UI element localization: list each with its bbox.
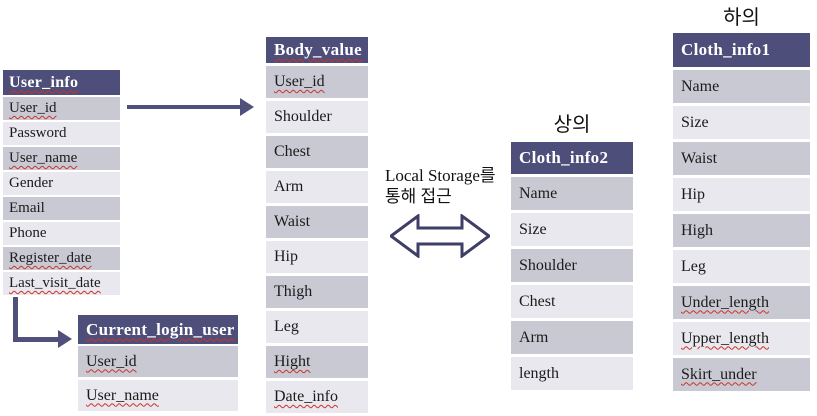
row-label: Name [681,77,720,95]
row-label: Arm [274,178,304,195]
table-row: Arm [511,321,633,357]
table-row: Shoulder [266,101,368,136]
table-row: Arm [266,171,368,206]
row-label: Size [681,113,709,131]
table-user-info: User_info User_id Password User_name Gen… [3,70,120,297]
row-label: Chest [274,143,311,160]
table-row: Date_info [266,381,368,416]
row-label: length [519,364,559,382]
arrow-shaft-vertical [13,297,18,342]
row-label: Password [9,125,67,141]
local-storage-note-line1: Local Storage를 [385,166,496,185]
table-cloth-info2-title: Cloth_info2 [519,148,609,167]
table-row: Leg [266,311,368,346]
table-row: Name [673,70,810,106]
table-row: length [511,357,633,393]
table-cloth-info1-title: Cloth_info1 [681,40,771,59]
row-label: User_name [9,150,78,166]
table-row: User_id [266,66,368,101]
double-arrow-icon [390,214,490,258]
table-current-login-user-title: Current_login_user [86,319,235,339]
table-row: Skirt_under [673,358,810,394]
table-current-login-user: Current_login_user User_id User_name [78,315,238,414]
row-label: Shoulder [519,256,577,274]
table-body-value-title: Body_value [274,40,363,59]
table-row: Leg [673,250,810,286]
table-row: User_id [3,97,120,122]
table-body-value-header: Body_value [266,37,368,66]
row-label: Leg [274,318,299,335]
table-row: Phone [3,222,120,247]
arrow-head-icon [58,330,72,348]
row-label: Chest [519,292,556,310]
row-label: Hip [274,248,298,265]
row-label: Waist [274,213,311,230]
row-label: Register_date [9,250,92,266]
row-label: Gender [9,175,54,191]
table-cloth-info2-header: Cloth_info2 [511,142,633,177]
table-body-value: Body_value User_id Shoulder Chest Arm Wa… [266,37,368,416]
table-row: Gender [3,172,120,197]
table-row: Under_length [673,286,810,322]
table-row: Size [511,213,633,249]
row-label: Hip [681,185,705,203]
table-user-info-title: User_info [9,73,79,91]
row-label: Under_length [681,293,769,311]
table-row: Last_visit_date [3,272,120,297]
arrow-shaft [127,105,241,109]
table-row: Name [511,177,633,213]
group-label-bottom-garment: 하의 [723,7,760,29]
table-row: Thigh [266,276,368,311]
table-row: High [673,214,810,250]
table-row: Chest [266,136,368,171]
table-row: Size [673,106,810,142]
table-row: Upper_length [673,322,810,358]
row-label: User_name [86,386,159,404]
table-row: Hight [266,346,368,381]
row-label: Shoulder [274,108,332,125]
row-label: Last_visit_date [9,275,101,291]
row-label: Waist [681,149,718,167]
table-user-info-header: User_info [3,70,120,97]
table-row: Hip [673,178,810,214]
table-row: Password [3,122,120,147]
row-label: User_id [86,352,137,370]
table-row: Hip [266,241,368,276]
row-label: Date_info [274,388,338,405]
row-label: Email [9,200,45,216]
table-cloth-info1-header: Cloth_info1 [673,33,810,70]
group-label-top-garment: 상의 [553,114,591,136]
table-row: Email [3,197,120,222]
local-storage-note: Local Storage를 통해 접근 [385,165,496,207]
table-row: Shoulder [511,249,633,285]
row-label: Leg [681,257,706,275]
row-label: Skirt_under [681,365,757,383]
table-row: User_name [78,380,238,414]
table-row: User_name [3,147,120,172]
table-row: Chest [511,285,633,321]
row-label: High [681,221,713,239]
row-label: Size [519,220,547,238]
row-label: Hight [274,353,311,370]
row-label: User_id [9,100,57,116]
row-label: User_id [274,73,325,90]
table-row: User_id [78,346,238,380]
row-label: Phone [9,225,47,241]
row-label: Arm [519,328,549,346]
table-cloth-info2: Cloth_info2 Name Size Shoulder Chest Arm… [511,142,633,393]
table-current-login-user-header: Current_login_user [78,315,238,346]
table-row: Register_date [3,247,120,272]
local-storage-note-line2: 통해 접근 [385,187,452,206]
arrow-shaft-horizontal [13,337,59,342]
table-row: Waist [673,142,810,178]
row-label: Upper_length [681,329,769,347]
table-cloth-info1: Cloth_info1 Name Size Waist Hip High Leg… [673,33,810,394]
table-row: Waist [266,206,368,241]
arrow-head-icon [240,98,254,116]
row-label: Name [519,184,558,202]
row-label: Thigh [274,283,313,300]
